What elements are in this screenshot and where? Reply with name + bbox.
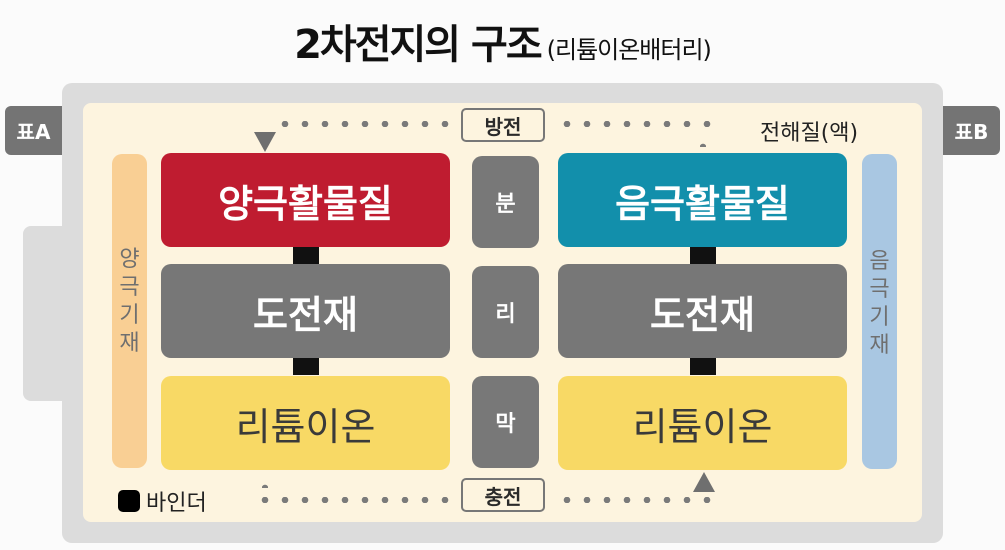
collector-char: 양: [119, 247, 140, 272]
cathode-conductor: 도전재: [161, 264, 450, 358]
cathode-lithium-ion: 리튬이온: [161, 376, 450, 470]
title-main: 2차전지의 구조: [294, 22, 543, 68]
legend: 바인더: [118, 485, 207, 517]
discharge-dots-down: [700, 137, 706, 147]
anode-conductor: 도전재: [558, 264, 847, 358]
cathode-collector: 양 극 기 재: [112, 154, 147, 468]
separator-segment: 막: [472, 376, 539, 468]
binder-connector: [293, 247, 319, 264]
separator-segment: 리: [472, 266, 539, 358]
binder-swatch-icon: [118, 490, 140, 512]
separator-segment: 분: [472, 156, 539, 248]
charge-dots-up: [262, 478, 268, 488]
charge-dots-right: [557, 497, 717, 503]
discharge-dots-right: [557, 121, 717, 127]
collector-char: 극: [869, 277, 890, 302]
diagram-title: 2차전지의 구조(리튬이온배터리): [0, 12, 1005, 70]
legend-binder-label: 바인더: [146, 491, 207, 516]
collector-char: 기: [119, 303, 140, 328]
anode-active-material: 음극활물질: [558, 153, 847, 247]
anode-lithium-ion: 리튬이온: [558, 376, 847, 470]
arrow-down-icon: [254, 132, 276, 152]
electrolyte-label: 전해질(액): [760, 121, 859, 146]
title-sub: (리튬이온배터리): [546, 36, 712, 64]
anode-collector: 음 극 기 재: [862, 154, 897, 469]
cathode-active-material: 양극활물질: [161, 153, 450, 247]
collector-char: 기: [869, 305, 890, 330]
discharge-dots-left: [275, 121, 455, 127]
binder-connector: [690, 247, 716, 264]
discharge-label: 방전: [461, 108, 545, 142]
collector-char: 재: [869, 333, 890, 358]
terminal-b: 표B: [943, 106, 1000, 155]
binder-connector: [293, 358, 319, 375]
charge-dots-left: [255, 497, 455, 503]
charge-label: 충전: [461, 478, 545, 512]
binder-connector: [690, 358, 716, 375]
terminal-a: 표A: [5, 106, 62, 155]
arrow-up-icon: [693, 472, 715, 492]
collector-char: 극: [119, 275, 140, 300]
collector-char: 음: [869, 249, 890, 274]
collector-char: 재: [119, 331, 140, 356]
